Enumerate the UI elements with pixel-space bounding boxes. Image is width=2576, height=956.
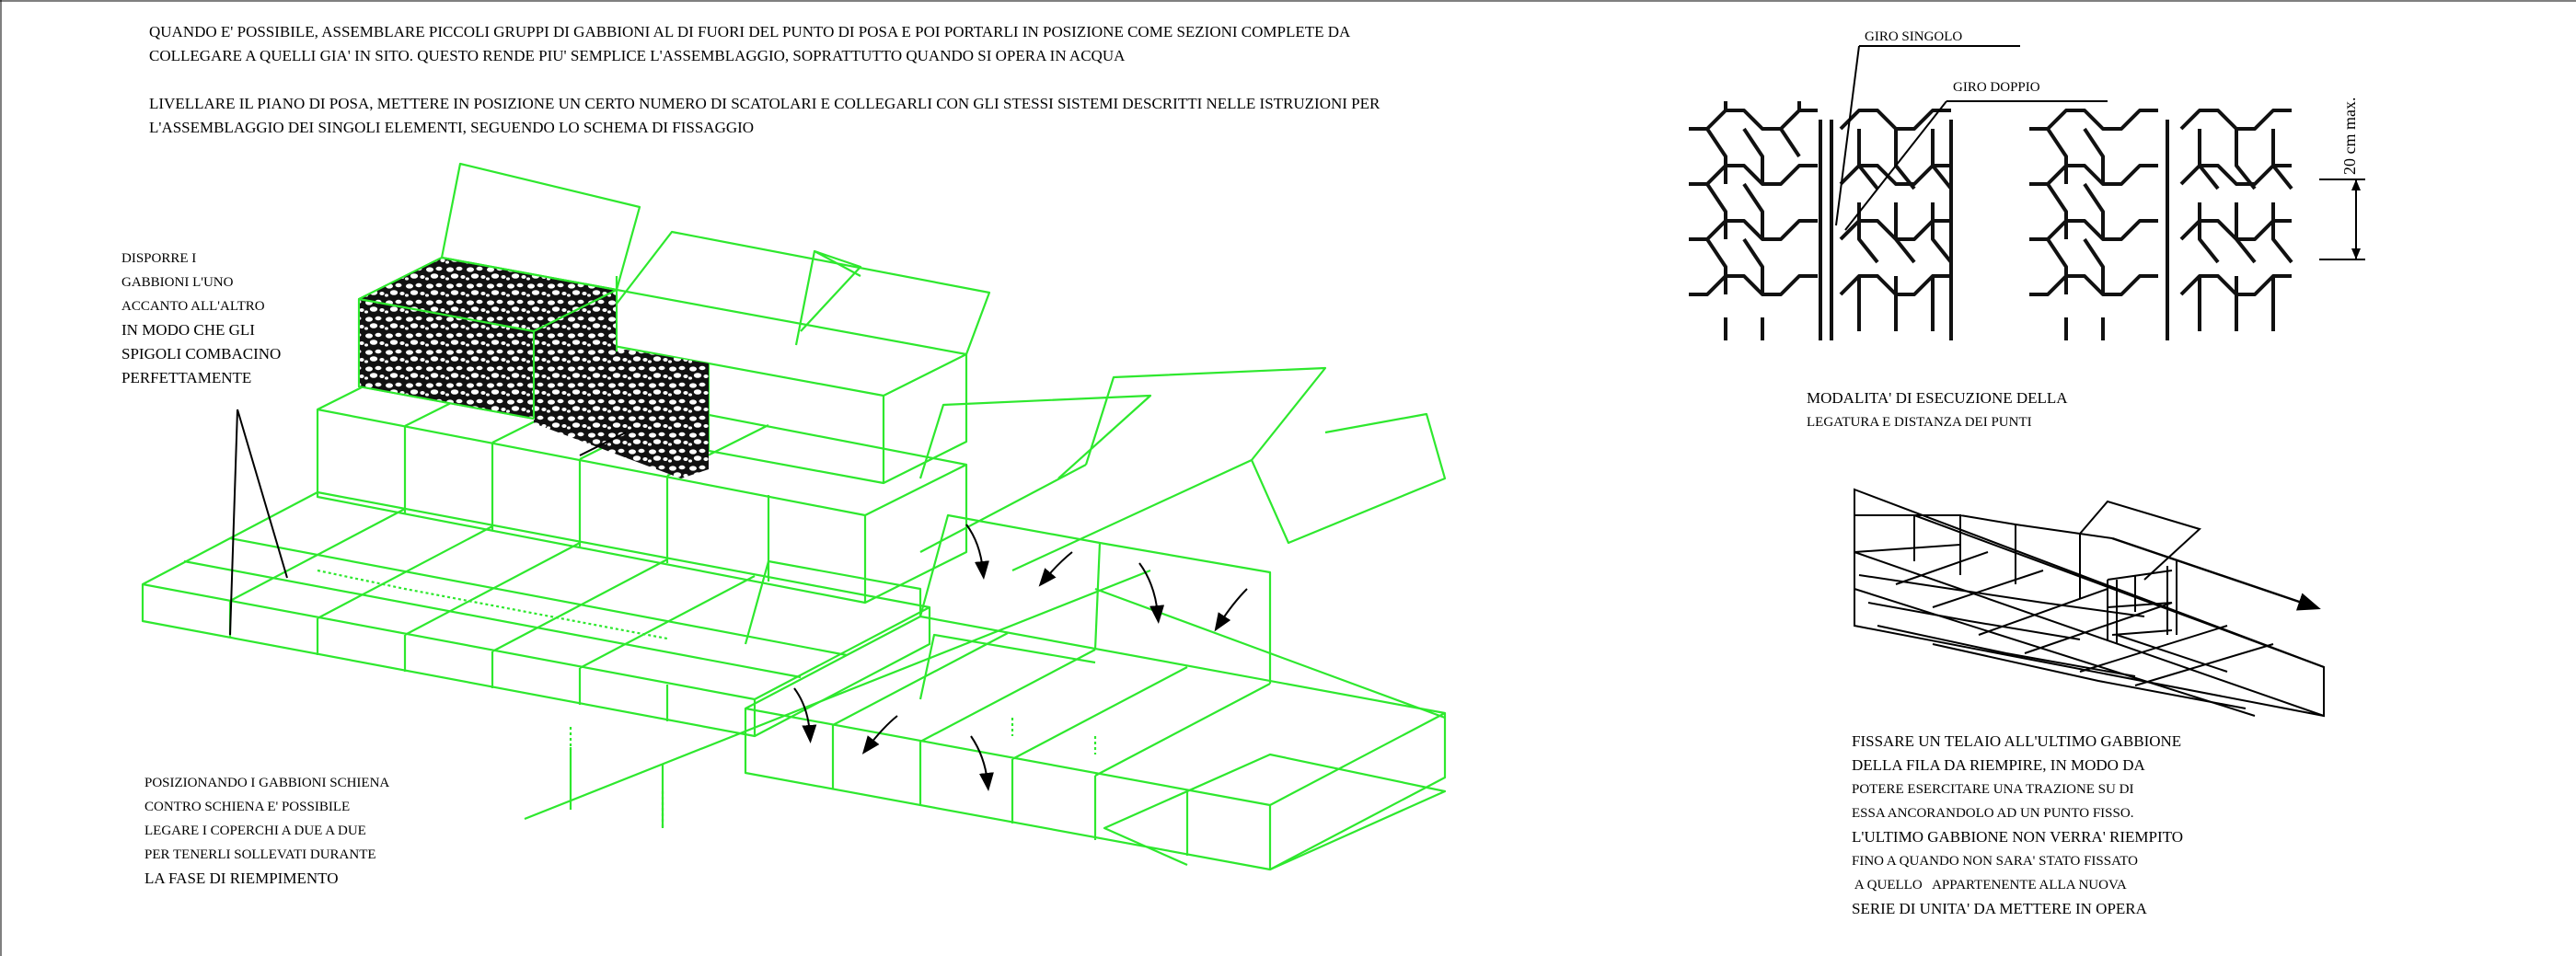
- lid-1: [440, 162, 641, 291]
- rotation-arrows: [793, 524, 1248, 791]
- stone-fill-2: [534, 350, 709, 478]
- note-back-line: POSIZIONANDO I GABBIONI SCHIENA: [144, 776, 390, 790]
- upright-panels: [744, 366, 1447, 700]
- note-placement-line: DISPORRE I: [121, 251, 197, 266]
- note-placement-line: PERFETTAMENTE: [121, 369, 252, 386]
- mesh-detail-left: [1689, 101, 1953, 340]
- lacing-caption: MODALITA' DI ESECUZIONE DELLA LEGATURA E…: [1807, 386, 2068, 434]
- lacing-caption-line-1: MODALITA' DI ESECUZIONE DELLA: [1807, 389, 2068, 407]
- intro-line-1: QUANDO E' POSSIBILE, ASSEMBLARE PICCOLI …: [149, 23, 1351, 40]
- label-double-lacing: GIRO DOPPIO: [1953, 80, 2040, 95]
- note-back-line: PER TENERLI SOLLEVATI DURANTE: [144, 847, 376, 862]
- note-placement-line: GABBIONI L'UNO: [121, 275, 234, 290]
- intro-line-4: L'ASSEMBLAGGIO DEI SINGOLI ELEMENTI, SEG…: [149, 119, 755, 136]
- frame-note: FISSARE UN TELAIO ALL'ULTIMO GABBIONE DE…: [1852, 730, 2183, 921]
- frame-note-line: FINO A QUANDO NON SARA' STATO FISSATO: [1852, 854, 2139, 869]
- note-back-line: LA FASE DI RIEMPIMENTO: [144, 870, 339, 887]
- frame-note-line: L'ULTIMO GABBIONE NON VERRA' RIEMPITO: [1852, 828, 2183, 846]
- frame-note-line: ESSA ANCORANDOLO AD UN PUNTO FISSO.: [1852, 806, 2134, 821]
- label-single-lacing: GIRO SINGOLO: [1865, 29, 1963, 44]
- frame-note-line: DELLA FILA DA RIEMPIRE, IN MODO DA: [1852, 756, 2145, 774]
- note-placement-line: IN MODO CHE GLI: [121, 321, 255, 339]
- note-back-line: LEGARE I COPERCHI A DUE A DUE: [144, 824, 366, 838]
- mesh-detail-right: [2029, 109, 2293, 340]
- lid-3: [794, 249, 862, 346]
- gabion-assembly: [141, 162, 1447, 871]
- frame-note-line: POTERE ESERCITARE UNA TRAZIONE SU DI: [1852, 782, 2134, 797]
- right-lid: [1103, 753, 1447, 871]
- frame-note-line: SERIE DI UNITA' DA METTERE IN OPERA: [1852, 900, 2147, 917]
- frame-note-line: A QUELLO APPARTENENTE ALLA NUOVA: [1852, 878, 2127, 893]
- note-placement-line: SPIGOLI COMBACINO: [121, 345, 282, 363]
- intro-line-2: COLLEGARE A QUELLI GIA' IN SITO. QUESTO …: [149, 47, 1126, 64]
- lacing-leaders: [1835, 45, 2108, 231]
- leader-lines: [229, 409, 288, 636]
- note-placement: DISPORRE I GABBIONI L'UNO ACCANTO ALL'AL…: [121, 247, 281, 390]
- note-back-line: CONTRO SCHIENA E' POSSIBILE: [144, 800, 351, 814]
- note-placement-line: ACCANTO ALL'ALTRO: [121, 299, 265, 314]
- frame-note-line: FISSARE UN TELAIO ALL'ULTIMO GABBIONE: [1852, 732, 2182, 750]
- frame-detail: [1854, 488, 2325, 718]
- lid-2: [616, 230, 991, 355]
- note-back-to-back: POSIZIONANDO I GABBIONI SCHIENA CONTRO S…: [144, 771, 389, 891]
- lacing-caption-line-2: LEGATURA E DISTANZA DEI PUNTI: [1807, 415, 2032, 430]
- intro-text-1: QUANDO E' POSSIBILE, ASSEMBLARE PICCOLI …: [149, 20, 1350, 68]
- intro-text-2: LIVELLARE IL PIANO DI POSA, METTERE IN P…: [149, 92, 1380, 140]
- dimension-line: [2319, 179, 2365, 260]
- intro-line-3: LIVELLARE IL PIANO DI POSA, METTERE IN P…: [149, 95, 1380, 112]
